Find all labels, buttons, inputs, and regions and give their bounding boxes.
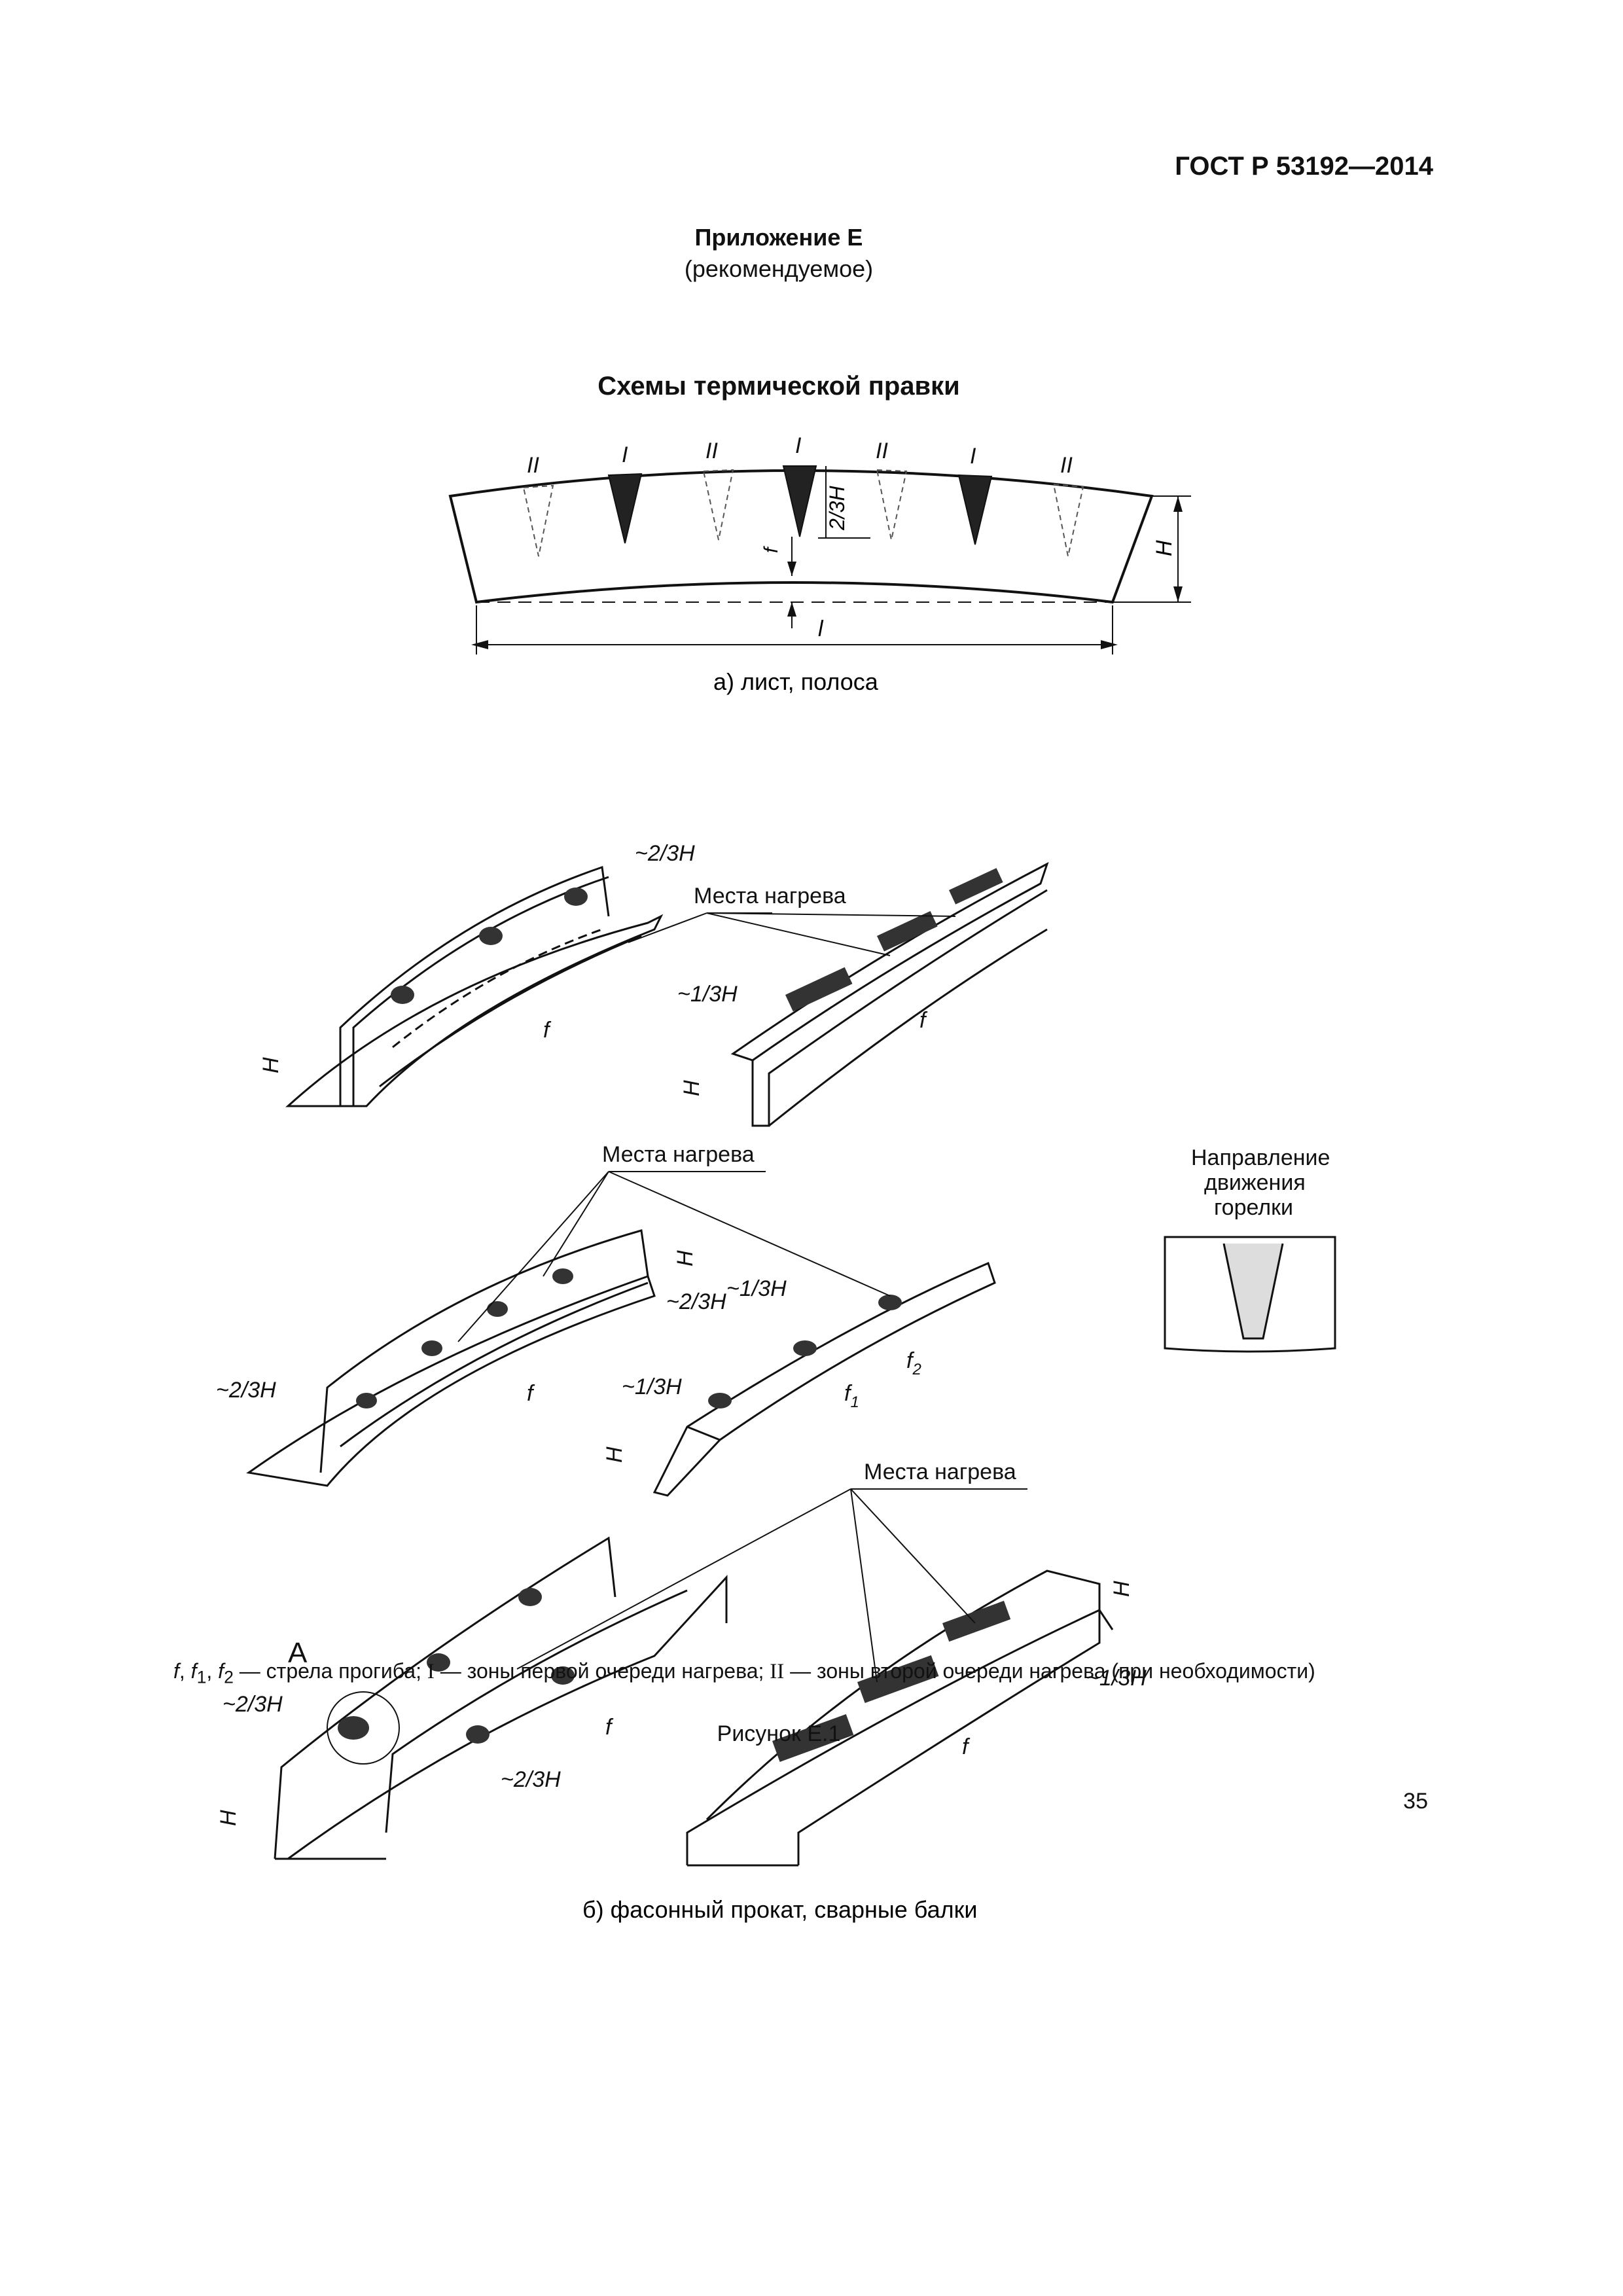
dim-h: H <box>259 1057 283 1073</box>
dim-l: l <box>818 617 824 641</box>
dim-h: H <box>1152 540 1177 556</box>
page-number: 35 <box>1403 1789 1428 1814</box>
dim-f: f <box>760 546 782 553</box>
dim-two-thirds-h: 2/3H <box>825 486 849 531</box>
zone-label: II <box>876 439 888 463</box>
dim-two-thirds-h: ~2/3H <box>666 1289 726 1314</box>
dim-one-third-h: ~1/3H <box>622 1374 682 1399</box>
dim-h: H <box>1109 1581 1134 1597</box>
wedge-zone-two <box>1052 483 1084 557</box>
appendix-title: Приложение Е <box>694 224 863 251</box>
zone-label: II <box>1060 453 1073 478</box>
zone-label: II <box>527 453 539 478</box>
heat-spots-channel <box>772 1600 1011 1762</box>
label-burner-line: движения <box>1204 1170 1306 1195</box>
legend: f, f1, f2 — стрела прогиба; I — зоны пер… <box>173 1659 1315 1687</box>
dim-f: f <box>543 1018 552 1043</box>
dim-h: H <box>216 1810 241 1826</box>
heat-spots-box-left <box>338 1588 575 1744</box>
dim-one-third-h: ~1/3H <box>726 1276 787 1301</box>
label-heating-places: Места нагрева <box>694 884 846 908</box>
dim-h: H <box>673 1250 698 1266</box>
dim-h: H <box>679 1080 704 1096</box>
dim-f2: f2 <box>906 1348 921 1378</box>
angle-beam <box>652 1261 996 1497</box>
wedge-zone-one <box>607 473 643 544</box>
dim-two-thirds-h: ~2/3H <box>223 1692 283 1717</box>
heat-spots-angle <box>708 1295 902 1408</box>
legend-f2-sub: 2 <box>224 1667 234 1687</box>
dim-two-thirds-h: ~2/3H <box>216 1378 276 1403</box>
zone-label: II <box>705 439 718 463</box>
figure-a-caption: а) лист, полоса <box>713 668 879 695</box>
label-burner-line: Направление <box>1191 1145 1330 1170</box>
legend-text: — стрела прогиба; <box>233 1659 427 1683</box>
heat-spots-ibeam-left <box>356 1268 573 1408</box>
dim-f: f <box>919 1008 928 1033</box>
legend-f2: f <box>218 1659 224 1683</box>
zone-two-wedges <box>522 469 1084 557</box>
dim-two-thirds-h: ~2/3H <box>635 841 695 866</box>
burner-detail <box>1164 1236 1336 1353</box>
zone-labels: II I II I II I II <box>527 433 1073 478</box>
wedge-zone-one <box>957 474 993 545</box>
figure-title: Схемы термической правки <box>597 372 960 401</box>
zone-label: I <box>622 442 628 467</box>
wedge-zone-two <box>522 484 554 557</box>
wedge-zone-two <box>702 469 734 541</box>
legend-f1-sub: 1 <box>196 1667 207 1687</box>
appendix-status: (рекомендуемое) <box>684 255 874 282</box>
figure-number: Рисунок Е.1 <box>717 1721 841 1746</box>
detail-mark-a: А <box>288 1637 308 1669</box>
dim-one-third-h: ~1/3H <box>677 982 738 1007</box>
legend-zone-two: II <box>770 1660 785 1683</box>
dim-f1: f1 <box>844 1381 859 1411</box>
dim-f: f <box>527 1381 535 1406</box>
i-beam-left <box>246 1229 656 1487</box>
zone-label: I <box>795 433 802 458</box>
heat-spots-tee-right <box>785 868 1003 1012</box>
dim-two-thirds-h: ~2/3H <box>501 1767 561 1792</box>
legend-zone-one: I <box>427 1660 435 1683</box>
document-code: ГОСТ Р 53192—2014 <box>1175 152 1433 181</box>
heat-spots-tee-left <box>391 888 588 1004</box>
figure-b-caption: б) фасонный прокат, сварные балки <box>582 1896 977 1923</box>
detail-circle-a <box>327 1691 400 1765</box>
legend-f1: f <box>190 1659 197 1683</box>
dim-h: H <box>602 1446 627 1463</box>
zone-one-wedges <box>607 465 993 545</box>
legend-text: — зоны первой очереди нагрева; <box>434 1659 770 1683</box>
wedge-zone-two <box>876 469 908 541</box>
label-heating-places: Места нагрева <box>602 1142 755 1167</box>
sheet-outline <box>448 469 1154 604</box>
dim-one-third-h: ~1/3H <box>1086 1666 1147 1691</box>
wedge-zone-one <box>782 465 817 537</box>
legend-text: — зоны второй очереди нагрева (при необх… <box>784 1659 1315 1683</box>
label-heating-places: Места нагрева <box>864 1460 1016 1484</box>
tee-beam-left <box>285 865 664 1107</box>
channel-beam <box>686 1570 1114 1867</box>
legend-f: f <box>173 1659 179 1683</box>
label-burner-line: горелки <box>1214 1195 1293 1220</box>
zone-label: I <box>970 444 976 469</box>
